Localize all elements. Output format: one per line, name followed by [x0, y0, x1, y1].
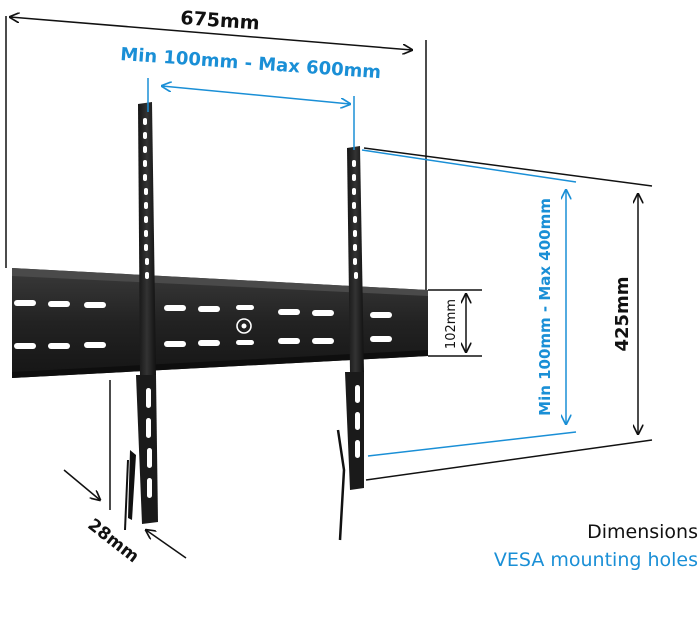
- plate-height-label: 102mm: [444, 299, 459, 349]
- total-width-label: 675mm: [180, 7, 261, 34]
- legend-vesa-mounting-holes: VESA mounting holes: [493, 549, 698, 571]
- dimension-lines: [5, 16, 653, 559]
- vesa-vertical-label: Min 100mm - Max 400mm: [536, 198, 554, 416]
- depth-label: 28mm: [84, 515, 143, 567]
- total-height-label: 425mm: [612, 276, 633, 351]
- right-bracket-arm: [336, 146, 364, 541]
- legend-dimensions: Dimensions: [587, 521, 698, 543]
- wall-plate: [12, 268, 428, 378]
- left-bracket-arm: [124, 102, 158, 531]
- vesa-lines: [147, 78, 577, 457]
- vesa-horizontal-label: Min 100mm - Max 600mm: [120, 44, 382, 83]
